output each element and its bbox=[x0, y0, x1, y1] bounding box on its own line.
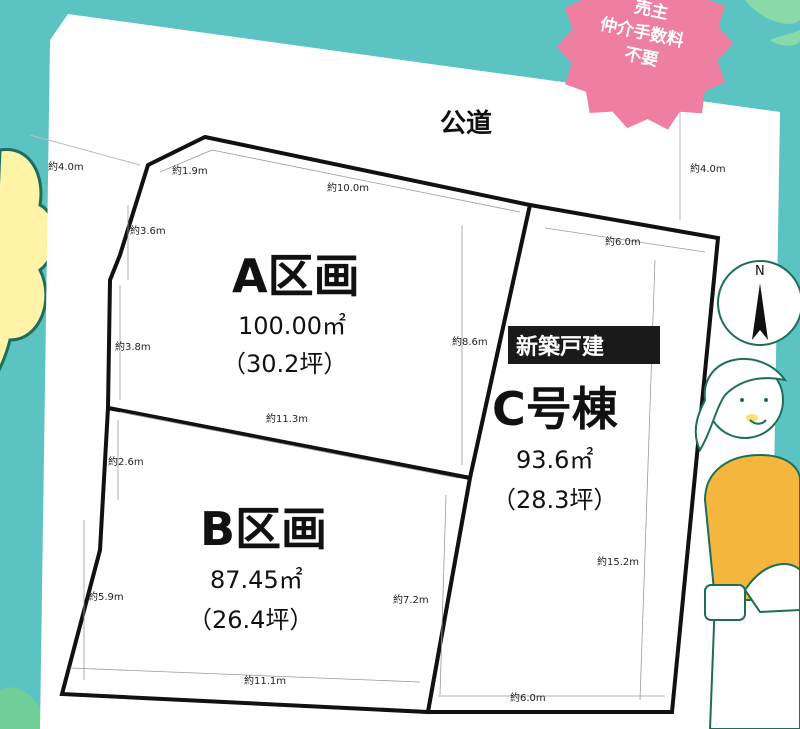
commission-free-stamp: 売主 仲介手数料 不要 bbox=[556, 0, 734, 130]
lot-a-area: 100.00㎡ bbox=[238, 312, 346, 340]
dim-a-left-lower: 約3.8m bbox=[115, 340, 151, 353]
dim-b-right: 約7.2m bbox=[393, 593, 429, 606]
new-house-badge-label: 新築戸建 bbox=[516, 334, 604, 360]
dim-a-left-upper: 約3.6m bbox=[130, 224, 166, 237]
tree-illustration bbox=[0, 148, 57, 372]
road-width-left: 約4.0m bbox=[48, 160, 84, 173]
road-label: 公道 bbox=[440, 108, 492, 139]
lot-a-name: A区画 bbox=[232, 249, 360, 303]
road-width-right: 約4.0m bbox=[690, 162, 726, 175]
dim-b-left: 約5.9m bbox=[88, 590, 124, 603]
lot-b-outline[interactable] bbox=[59, 405, 473, 715]
lot-c-area: 93.6㎡ bbox=[516, 446, 593, 474]
lot-c-tsubo: （28.3坪） bbox=[492, 486, 617, 514]
lot-b-area: 87.45㎡ bbox=[210, 566, 303, 594]
dim-b-left-upper: 約2.6m bbox=[108, 455, 144, 468]
dim-b-bottom: 約11.1m bbox=[244, 674, 286, 687]
dim-a-top: 約10.0m bbox=[327, 181, 369, 194]
dim-c-top: 約6.0m bbox=[605, 235, 641, 248]
north-label: N bbox=[755, 264, 765, 279]
lot-b-tsubo: （26.4坪） bbox=[188, 606, 313, 634]
lot-c-name: C号棟 bbox=[492, 382, 619, 436]
dim-a-top-short: 約1.9m bbox=[172, 164, 208, 177]
dim-a-right: 約8.6m bbox=[452, 335, 488, 348]
stamp-line1: 売主 bbox=[633, 0, 671, 24]
north-compass-icon: N bbox=[717, 260, 800, 346]
woman-illustration bbox=[694, 358, 800, 729]
lot-b-name: B区画 bbox=[200, 502, 327, 556]
dim-c-right: 約15.2m bbox=[597, 555, 639, 568]
leaf-illustration-bottom bbox=[0, 687, 50, 729]
dim-a-bottom: 約11.3m bbox=[266, 412, 308, 425]
lot-a-tsubo: （30.2坪） bbox=[222, 350, 347, 378]
dim-c-bottom: 約6.0m bbox=[510, 691, 546, 704]
leaf-illustration bbox=[745, 0, 800, 46]
new-house-badge bbox=[508, 326, 660, 364]
